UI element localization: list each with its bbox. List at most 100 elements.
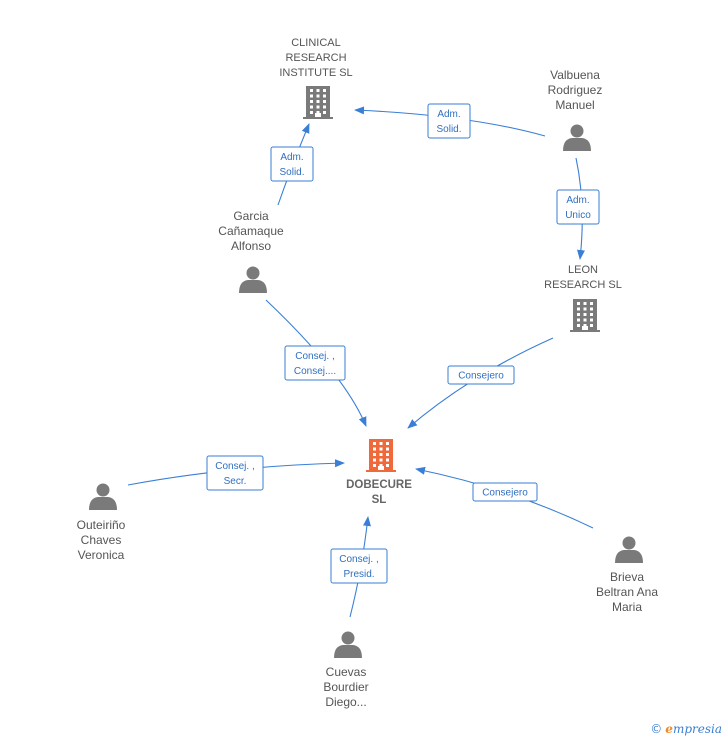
edge-label-garcia-clinical[interactable]: Adm. Solid. <box>270 146 314 182</box>
edge-label-box <box>427 103 471 139</box>
edge-label-line: Consejero <box>482 488 528 499</box>
node-label-line: Diego... <box>325 695 366 709</box>
building-window <box>316 89 320 92</box>
building-door <box>582 326 588 331</box>
building-window <box>373 458 376 462</box>
building-door <box>315 113 321 118</box>
node-label-line: Rodriguez <box>548 83 603 97</box>
edge-label-box <box>284 345 346 381</box>
edge-label-box <box>556 189 600 225</box>
building-window <box>316 100 320 103</box>
building-window <box>577 313 580 316</box>
building-window <box>379 464 383 467</box>
edge-label-line: Solid. <box>279 167 304 178</box>
person-head <box>96 483 110 497</box>
building-base <box>303 117 333 119</box>
node-label-line: Chaves <box>81 533 122 547</box>
edge-label-line: Consej. , <box>215 461 254 472</box>
edge-label-outeirino-dobecure[interactable]: Consej. , Secr. <box>206 455 264 491</box>
edge-label-box <box>270 146 314 182</box>
building-window <box>323 111 326 114</box>
building-window <box>316 111 320 114</box>
building-window <box>310 100 313 103</box>
node-label-line: Bourdier <box>323 680 368 694</box>
node-label-line: Alfonso <box>231 239 271 253</box>
person-icon <box>563 124 591 151</box>
edge-label-line: Adm. <box>437 109 460 120</box>
person-head <box>341 631 355 645</box>
building-window <box>583 318 587 322</box>
building-window <box>323 94 326 98</box>
building-window <box>386 453 389 456</box>
person-icon <box>239 266 267 293</box>
brand-initial: e <box>665 722 673 736</box>
building-icon <box>303 86 333 119</box>
node-label-line: Maria <box>612 600 642 614</box>
node-label-line: Veronica <box>78 548 125 562</box>
edge-label-line: Adm. <box>280 152 303 163</box>
edge-label-line: Consej. , <box>295 351 334 362</box>
node-label-line: Beltran Ana <box>596 585 658 599</box>
building-window <box>590 302 593 305</box>
node-label-line: Valbuena <box>550 68 600 82</box>
edge-label-box <box>330 548 388 584</box>
building-window <box>373 447 376 451</box>
node-label-line: RESEARCH SL <box>544 279 622 291</box>
building-window <box>323 100 326 103</box>
building-window <box>310 105 313 109</box>
edge-label-line: Adm. <box>566 195 589 206</box>
brand-name: mpresia <box>672 722 722 736</box>
building-window <box>373 453 376 456</box>
node-label-line: Manuel <box>555 98 594 112</box>
edge-label-line: Unico <box>565 210 591 221</box>
building-window <box>373 442 376 445</box>
edge-label-brieva-dobecure[interactable]: Consejero <box>472 482 538 502</box>
building-window <box>577 307 580 311</box>
building-window <box>590 324 593 327</box>
edge-label-valbuena-leon[interactable]: Adm. Unico <box>556 189 600 225</box>
building-window <box>590 313 593 316</box>
person-head <box>246 266 260 280</box>
building-icon <box>366 439 396 472</box>
building-icon <box>570 299 600 332</box>
edge-label-box <box>472 482 538 502</box>
node-label-line: SL <box>372 494 387 506</box>
node-label-line: CLINICAL <box>291 37 341 49</box>
building-window <box>379 442 383 445</box>
building-base <box>570 330 600 332</box>
node-cuevas[interactable]: CuevasBourdierDiego... <box>323 631 369 710</box>
building-window <box>379 447 383 451</box>
building-window <box>577 324 580 327</box>
edge-label-line: Presid. <box>343 569 374 580</box>
building-window <box>323 105 326 109</box>
building-window <box>583 302 587 305</box>
building-window <box>323 89 326 92</box>
building-window <box>379 453 383 456</box>
person-body <box>334 645 362 658</box>
edge-label-cuevas-dobecure[interactable]: Consej. ,Presid. <box>330 548 388 584</box>
person-icon <box>334 631 362 658</box>
building-window <box>590 318 593 322</box>
edge-label-box <box>447 365 515 385</box>
building-window <box>316 105 320 109</box>
person-icon <box>615 536 643 563</box>
edge-label-line: Secr. <box>224 476 247 487</box>
edge-label-garcia-dobecure[interactable]: Consej. , Consej.... <box>284 345 346 381</box>
edge-label-valbuena-clinical[interactable]: Adm.Solid. <box>427 103 471 139</box>
building-window <box>590 307 593 311</box>
copyright-symbol: © <box>650 722 663 736</box>
building-window <box>373 464 376 467</box>
building-window <box>577 318 580 322</box>
footer-brand: ©empresia <box>650 722 722 736</box>
edge-label-leon-dobecure[interactable]: Consejero <box>447 365 515 385</box>
edge-label-line: Consej.... <box>294 366 336 377</box>
